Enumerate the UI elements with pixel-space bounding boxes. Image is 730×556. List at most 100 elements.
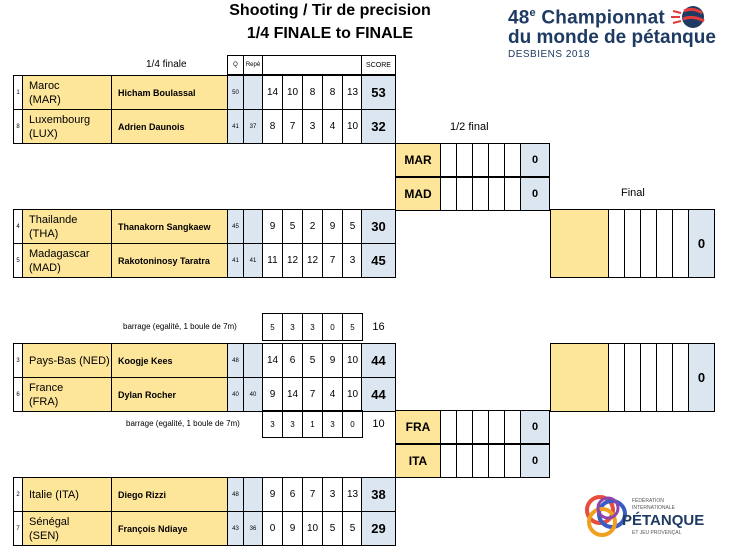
semi-team: ITA [395,444,441,478]
barrage-shot: 1 [302,410,323,438]
page-title: Shooting / Tir de precision [229,2,431,19]
country-name: France (FRA) [22,377,112,412]
score-col-header: SCORE [361,55,396,75]
shot-score: 5 [342,209,363,244]
barrage-score: 10 [372,418,385,430]
logo-line-1: 48e Championnat [508,7,665,29]
shot-score: 6 [282,343,303,378]
shot-score: 9 [262,377,283,412]
semi-shot-cell [488,444,505,478]
semi-score: 0 [520,177,550,211]
final-shot-cell [672,209,689,278]
shot-score: 12 [302,243,323,278]
total-score: 45 [361,243,396,278]
semi-team: MAR [395,143,441,177]
logo-line-2: du monde de pétanque [508,27,716,49]
qualification-score: 41 [227,243,244,278]
barrage-shot: 5 [262,313,283,341]
shot-score: 7 [302,377,323,412]
qualification-score: 45 [227,209,244,244]
semi-shot-cell [472,177,489,211]
shot-score: 10 [342,343,363,378]
total-score: 30 [361,209,396,244]
player-name: Rakotoninosy Taratra [111,243,228,278]
barrage-shot: 0 [342,410,363,438]
shot-score: 5 [282,209,303,244]
final-shot-cell [640,209,657,278]
barrage-label: barrage (egalité, 1 boule de 7m) [126,419,240,428]
shot-score: 10 [342,109,363,144]
shot-score: 7 [322,243,343,278]
player-name: Adrien Daunois [111,109,228,144]
shot-score: 13 [342,477,363,512]
player-name: Thanakorn Sangkaew [111,209,228,244]
final-shot-cell [640,343,657,412]
qualification-score: 50 [227,75,244,110]
qualification-score: 41 [227,109,244,144]
shot-score: 14 [262,343,283,378]
semi-score: 0 [520,410,550,444]
shot-score: 10 [282,75,303,110]
shot-score: 13 [342,75,363,110]
total-score: 44 [361,377,396,412]
country-name: Sénégal (SEN) [22,511,112,546]
semi-score: 0 [520,143,550,177]
page-subtitle: 1/4 FINALE to FINALE [246,25,414,42]
semi-shot-cell [456,143,473,177]
barrage-shot: 5 [342,313,363,341]
barrage-label: barrage (egalité, 1 boule de 7m) [123,322,237,331]
country-name: Pays-Bas (NED) [22,343,112,378]
shot-score: 2 [302,209,323,244]
repechage-score: 41 [243,243,263,278]
country-name: Thailande (THA) [22,209,112,244]
qualification-score: 48 [227,343,244,378]
shot-score: 10 [342,377,363,412]
semi-shot-cell [488,143,505,177]
fipjp-line-1: FÉDÉRATION [632,498,664,504]
barrage-shot: 3 [322,410,343,438]
semi-shot-cell [488,177,505,211]
country-name: Italie (ITA) [22,477,112,512]
shot-score: 8 [262,109,283,144]
shot-score: 12 [282,243,303,278]
shot-score: 7 [282,109,303,144]
shot-score: 9 [262,209,283,244]
repechage-score [243,477,263,512]
shot-score: 5 [302,343,323,378]
total-score: 44 [361,343,396,378]
player-name: Diego Rizzi [111,477,228,512]
shots-col-header [262,55,362,75]
final-shot-cell [608,209,625,278]
semi-shot-cell [488,410,505,444]
country-name: Maroc (MAR) [22,75,112,110]
semi-shot-cell [504,410,521,444]
semi-shot-cell [440,410,457,444]
petanque-ball-icon [671,6,705,28]
semi-team: MAD [395,177,441,211]
shot-score: 9 [262,477,283,512]
shot-score: 14 [262,75,283,110]
final-shot-cell [624,343,641,412]
final-shot-cell [656,343,673,412]
shot-score: 14 [282,377,303,412]
semi-shot-cell [440,177,457,211]
final-shot-cell [656,209,673,278]
colored-balls-icon [585,495,627,537]
semi-shot-cell [456,177,473,211]
shot-score: 3 [322,477,343,512]
rep-col-header: Repê [243,55,263,75]
player-name: Dylan Rocher [111,377,228,412]
semi-shot-cell [472,410,489,444]
shot-score: 5 [342,511,363,546]
fipjp-line-3: PÉTANQUE [622,512,705,529]
shot-score: 6 [282,477,303,512]
country-name: Madagascar (MAD) [22,243,112,278]
final-shot-cell [608,343,625,412]
total-score: 29 [361,511,396,546]
final-team [550,343,609,412]
shot-score: 7 [302,477,323,512]
shot-score: 5 [322,511,343,546]
repechage-score: 40 [243,377,263,412]
final-shot-cell [672,343,689,412]
shot-score: 9 [282,511,303,546]
